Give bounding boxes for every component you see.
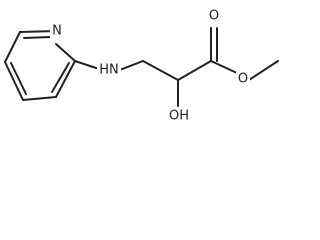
- ring-bond-c3-c4: [22, 96, 57, 101]
- carbonyl-oxygen-label: O: [209, 9, 219, 24]
- hydroxyl-label: OH: [169, 109, 189, 124]
- bond-chiral-carbon-to-carbonyl-carbon: [177, 60, 212, 81]
- atom-labels: N HN O O OH: [50, 8, 250, 124]
- pyridine-ring: [4, 30, 76, 101]
- ring-double-bond-c6-n1: [23, 36, 52, 39]
- bond-amine-to-ch2: [116, 60, 144, 72]
- ring-double-bond-c4-c5: [10, 62, 27, 95]
- bond-ring-to-amine: [74, 60, 100, 70]
- ring-bond-c4-c5: [4, 61, 24, 101]
- ring-bond-n1-c2: [55, 43, 76, 62]
- bond-carbonyl-carbon-to-ester-oxygen: [210, 60, 238, 74]
- amine-label: HN: [99, 63, 119, 78]
- ester-oxygen-label: O: [238, 72, 248, 87]
- ring-double-bond-c2-c3: [51, 62, 70, 93]
- ring-nitrogen-label: N: [52, 24, 62, 39]
- bond-ch2-to-chiral-carbon: [142, 60, 179, 81]
- bond-ester-oxygen-to-methyl: [248, 60, 279, 81]
- ring-bond-c5-c6: [4, 31, 21, 63]
- structure-diagram: N HN O O OH: [4, 8, 279, 124]
- ring-bond-c2-c3: [55, 60, 76, 98]
- side-chain: [74, 27, 279, 107]
